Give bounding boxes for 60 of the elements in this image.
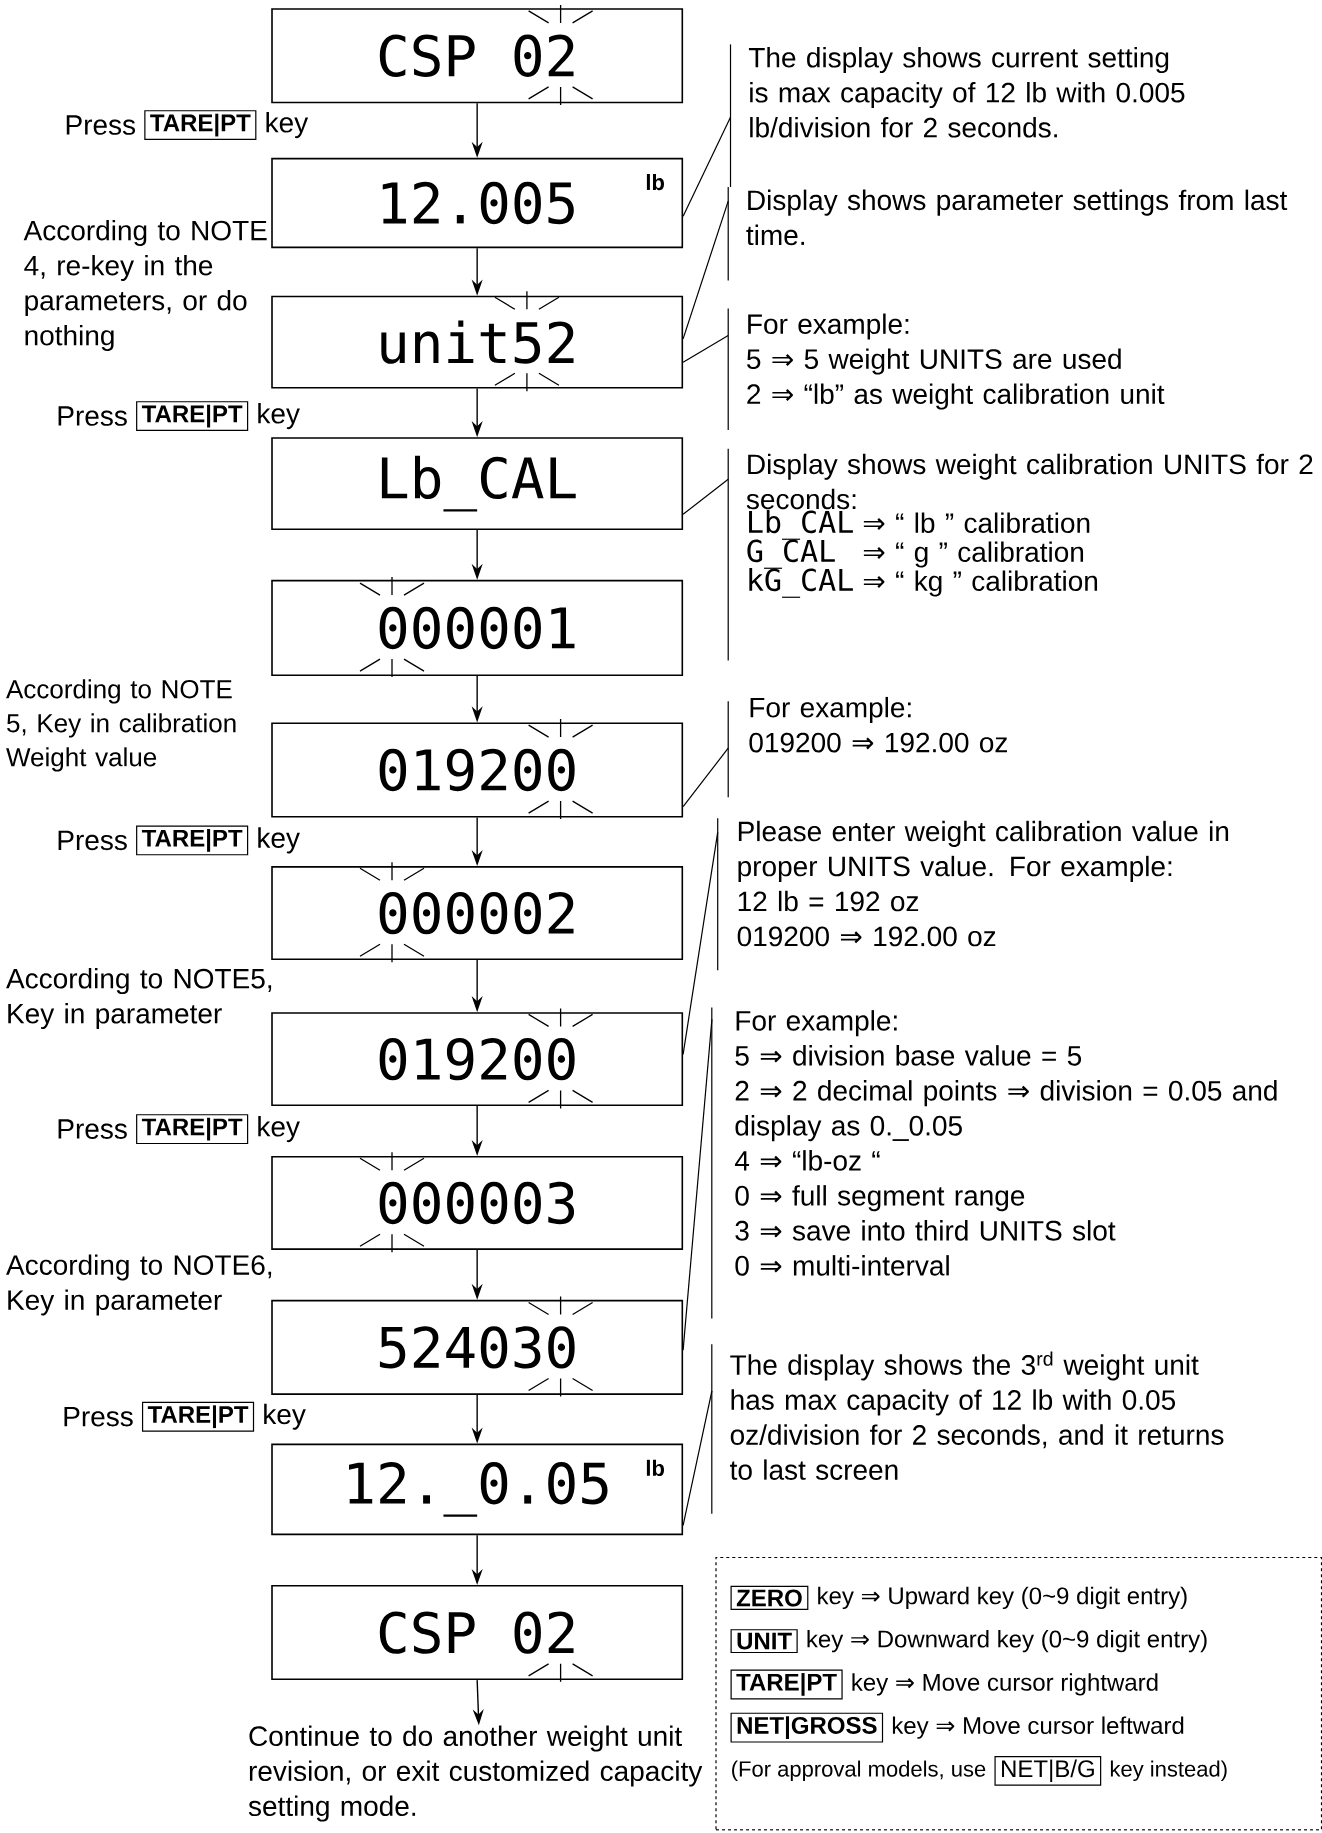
key-description: key instead): [1110, 1760, 1227, 1782]
annotation-text: Display shows weight calibration UNITS for 2 seconds: Lb_CAL ⇒ “ lb ” calibration G_CAL ⇒ “ g ” calibration kG_CAL ⇒ “ kg ” calibration: [746, 453, 1313, 598]
key-description: key ⇒ Move cursor rightward: [852, 1673, 1158, 1696]
annotation-text: The display shows the 3$^{rd}$ weight unit has max capacity of 12 lb with 0.05 oz/division for 2 seconds, and it returns to last screen: [730, 1351, 1224, 1480]
instruction-text: Press: [66, 115, 136, 135]
annotation-text: For example: 5 ⇒ division base value = 5 2 ⇒ 2 decimal points ⇒ division = 0.05 and display as 0._0.05 4 ⇒ “lb-oz “ 0 ⇒ full segment range 3 ⇒ save into third UNITS slot 0 ⇒ multi-interval: [734, 1010, 1277, 1276]
key-cap: TARE|PT: [730, 1669, 843, 1700]
unit-label: lb: [646, 1459, 664, 1476]
key-description: (For approval models, use: [732, 1760, 986, 1782]
key-cap: ZERO: [730, 1585, 809, 1610]
instruction-text: According to NOTE6, Key in parameter: [6, 1254, 272, 1316]
instruction-text: According to NOTE 4, re-key in the parameters, or do nothing: [23, 219, 267, 351]
leader-line: [682, 200, 729, 340]
lcd-display: CSP 02: [271, 8, 684, 104]
instruction-text: key: [258, 827, 300, 854]
leader-line: [682, 1018, 713, 1351]
key-cap: NET|GROSS: [730, 1712, 884, 1743]
annotation-text: The display shows current setting is max capacity of 12 lb with 0.005 lb/division for 2 seconds.: [748, 47, 1185, 138]
leader-line: [682, 747, 729, 808]
lcd-display: 000002: [271, 866, 684, 960]
instruction-text: key: [258, 403, 300, 430]
unit-label: lb: [646, 174, 664, 191]
instruction-text: key: [264, 1403, 306, 1430]
leader-line: [682, 478, 729, 515]
instruction-text: Continue to do another weight unit revision, or exit customized capacity setting mode.: [248, 1725, 703, 1822]
lcd-display: 524030: [271, 1299, 684, 1395]
key-description: key ⇒ Downward key (0~9 digit entry): [807, 1629, 1207, 1653]
instruction-text: According to NOTE 5, Key in calibration Weight value: [6, 679, 236, 772]
annotation-text: Please enter weight calibration value in proper UNITS value. For example: 12 lb = 192 oz 019200 ⇒ 192.00 oz: [737, 820, 1229, 947]
lcd-display: 019200: [271, 722, 684, 818]
key-cap: TARE|PT: [136, 1114, 249, 1145]
key-cap: TARE|PT: [136, 825, 249, 856]
instruction-text: key: [258, 1116, 300, 1143]
instruction-text: Press: [64, 1406, 133, 1427]
key-description: key ⇒ Upward key (0~9 digit entry): [818, 1586, 1187, 1610]
key-guide-box: [715, 1556, 1322, 1831]
annotation-text: Display shows parameter settings from last time.: [746, 189, 1288, 246]
key-cap: TARE|PT: [136, 401, 249, 432]
key-cap: NET|B/G: [994, 1756, 1102, 1786]
annotation-text: For example: 5 ⇒ 5 weight UNITS are used 2 ⇒ “lb” as weight calibration unit: [747, 313, 1165, 410]
key-cap: TARE|PT: [144, 110, 257, 141]
lcd-display: CSP 02: [271, 1585, 684, 1681]
leader-line: [682, 831, 719, 1055]
instruction-text: According to NOTE5, Key in parameter: [6, 968, 272, 1030]
leader-line: [682, 1390, 713, 1526]
instruction-text: key: [266, 112, 309, 139]
instruction-text: Press: [58, 1119, 127, 1139]
key-cap: TARE|PT: [142, 1401, 255, 1432]
annotation-text: For example: 019200 ⇒ 192.00 oz: [749, 696, 1007, 753]
instruction-text: Press: [58, 406, 127, 426]
leader-line: [682, 334, 729, 363]
instruction-text: Press: [58, 830, 127, 851]
lcd-display: Lb_CAL: [271, 437, 684, 530]
leader-line: [682, 116, 732, 217]
key-cap: UNIT: [730, 1629, 798, 1654]
lcd-display: 000003: [271, 1156, 684, 1250]
key-description: key ⇒ Move cursor leftward: [892, 1716, 1184, 1739]
lcd-display: 000001: [271, 579, 684, 677]
lcd-display: unit52: [271, 295, 684, 389]
lcd-display: 019200: [271, 1012, 684, 1107]
